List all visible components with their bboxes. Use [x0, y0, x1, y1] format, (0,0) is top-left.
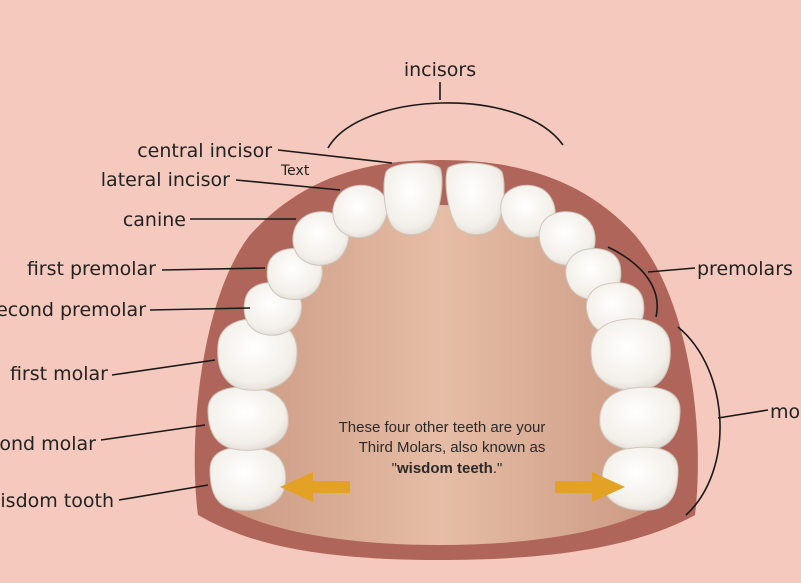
incisors-bracket [327, 102, 564, 149]
note-line-1: These four other teeth are your [339, 419, 546, 436]
premolars-bracket [607, 246, 658, 318]
molars-bracket [677, 326, 721, 516]
wisdom-tooth-label: wisdom tooth [0, 490, 114, 512]
second-premolar-label: second premolar [0, 299, 146, 321]
teeth-left [207, 162, 443, 511]
second-molar-right [599, 386, 681, 451]
premolars-leader [647, 267, 696, 273]
first-molar-label: first molar [10, 363, 108, 385]
note-line-2: Third Molars, also known as [359, 439, 546, 456]
incisors-label: incisors [404, 59, 476, 81]
wisdom-tooth-left [209, 446, 287, 511]
note-bold-term: wisdom teeth [396, 460, 493, 477]
lateral-incisor-left [332, 184, 388, 238]
molars-leader [717, 409, 769, 419]
palate [230, 205, 653, 545]
central-incisor-leader [277, 149, 393, 164]
second-molar-left [207, 386, 289, 451]
first-molar-leader [111, 359, 216, 376]
first-premolar-label: first premolar [27, 258, 156, 280]
central-incisor-left [383, 162, 443, 235]
wisdom-tooth-leader [118, 484, 209, 501]
canine-label: canine [123, 209, 186, 231]
molars-label: molars [770, 401, 801, 423]
note-quote-open: " [392, 460, 397, 477]
right-arrow-icon [555, 472, 625, 502]
second-premolar-leader [149, 307, 251, 311]
central-incisor-right [445, 162, 505, 235]
first-molar-right [590, 318, 671, 391]
second-molar-label: second molar [0, 433, 96, 455]
lateral-incisor-leader [235, 179, 341, 191]
second-molar-leader [100, 424, 206, 441]
premolars-label: premolars [697, 258, 793, 280]
note-line-3: "wisdom teeth." [392, 460, 503, 477]
lateral-incisor-label: lateral incisor [101, 169, 230, 191]
left-arrow-icon [280, 472, 350, 502]
central-incisor-label: central incisor [137, 140, 272, 162]
stray-text-label: Text [280, 163, 310, 179]
note-quote-close: ." [493, 460, 503, 477]
wisdom-tooth-right [601, 446, 679, 511]
teeth-right [445, 162, 681, 511]
first-premolar-leader [161, 267, 266, 271]
canine-left [292, 211, 350, 266]
